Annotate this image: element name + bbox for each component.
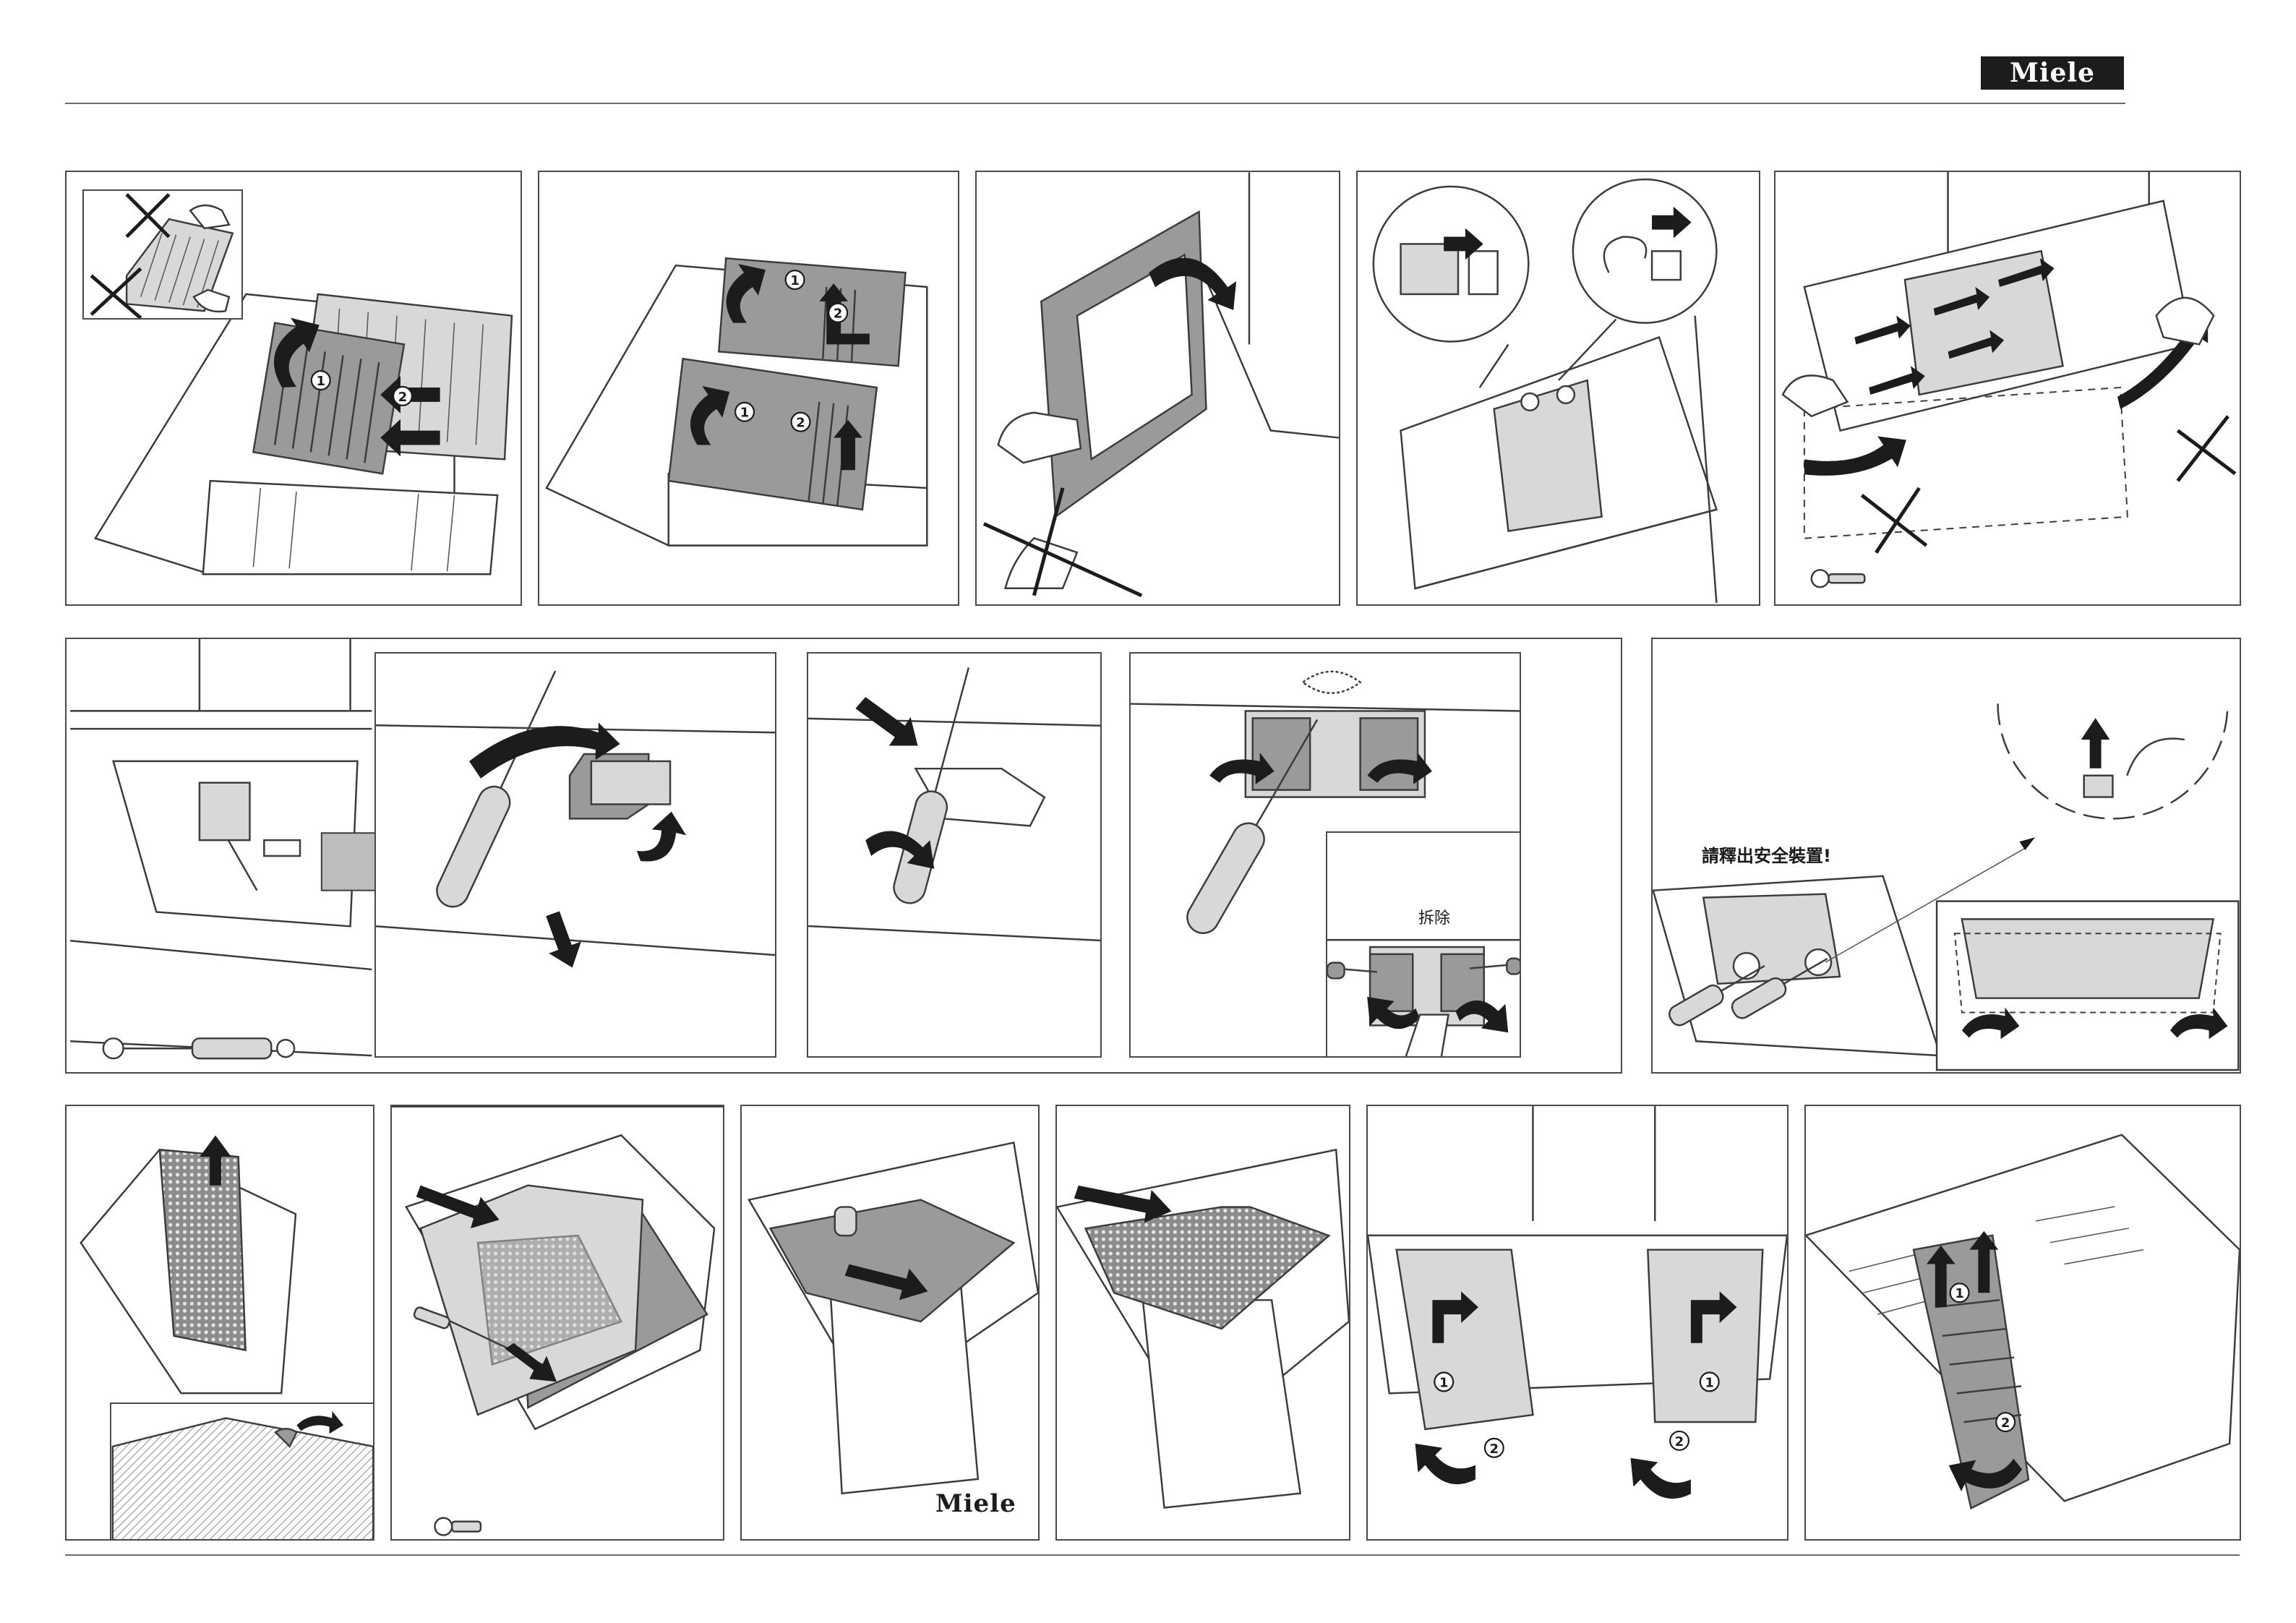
panel-release-safety: 請釋出安全裝置! [1651, 638, 2241, 1074]
release-safety-label: 請釋出安全裝置! [1702, 842, 1831, 867]
miele-logo: Miele [1981, 56, 2124, 90]
svg-text:1: 1 [1705, 1375, 1714, 1390]
svg-text:2: 2 [1490, 1442, 1499, 1457]
inset-no-grip [82, 189, 243, 320]
svg-text:1: 1 [1439, 1375, 1448, 1390]
remove-label: 拆除 [1418, 905, 1450, 928]
panel-remove-brackets: 拆除 [1129, 652, 1521, 1058]
svg-text:2: 2 [2001, 1416, 2010, 1431]
panel-open-glass [975, 171, 1340, 606]
svg-text:1: 1 [317, 374, 325, 389]
inset-remove-screws: 拆除 [1326, 831, 1521, 1058]
svg-text:1: 1 [1955, 1286, 1963, 1301]
header-rule [65, 103, 2125, 104]
panel-refit-covers-front: 1 1 2 2 [1366, 1105, 1789, 1541]
panel-refit-cover-insert: 1 2 [1804, 1105, 2241, 1541]
panel-gas-spring-rotate [807, 652, 1102, 1058]
panel-remove-filters: 1 2 [65, 171, 522, 606]
miele-footer-logo: Miele [935, 1489, 1016, 1518]
svg-text:2: 2 [1675, 1434, 1684, 1449]
panel-disconnect-cables [1356, 171, 1760, 606]
panel-remove-cover-plate: Miele [740, 1105, 1040, 1541]
panel-gas-spring-detach [374, 652, 776, 1058]
svg-text:1: 1 [790, 273, 799, 288]
panel-remove-hood-cover [1774, 171, 2241, 606]
panel-remove-covers: 1 2 1 2 [538, 171, 959, 606]
panel-remove-filter-up [65, 1105, 374, 1541]
svg-text:2: 2 [398, 390, 407, 405]
svg-text:1: 1 [740, 406, 749, 421]
footer-rule [65, 1554, 2240, 1556]
svg-text:2: 2 [796, 416, 805, 431]
inset-mesh-detail [110, 1403, 374, 1541]
panel-insert-grease-filter [1055, 1105, 1350, 1541]
svg-text:2: 2 [834, 307, 842, 322]
panel-unscrew-filter [390, 1105, 724, 1541]
